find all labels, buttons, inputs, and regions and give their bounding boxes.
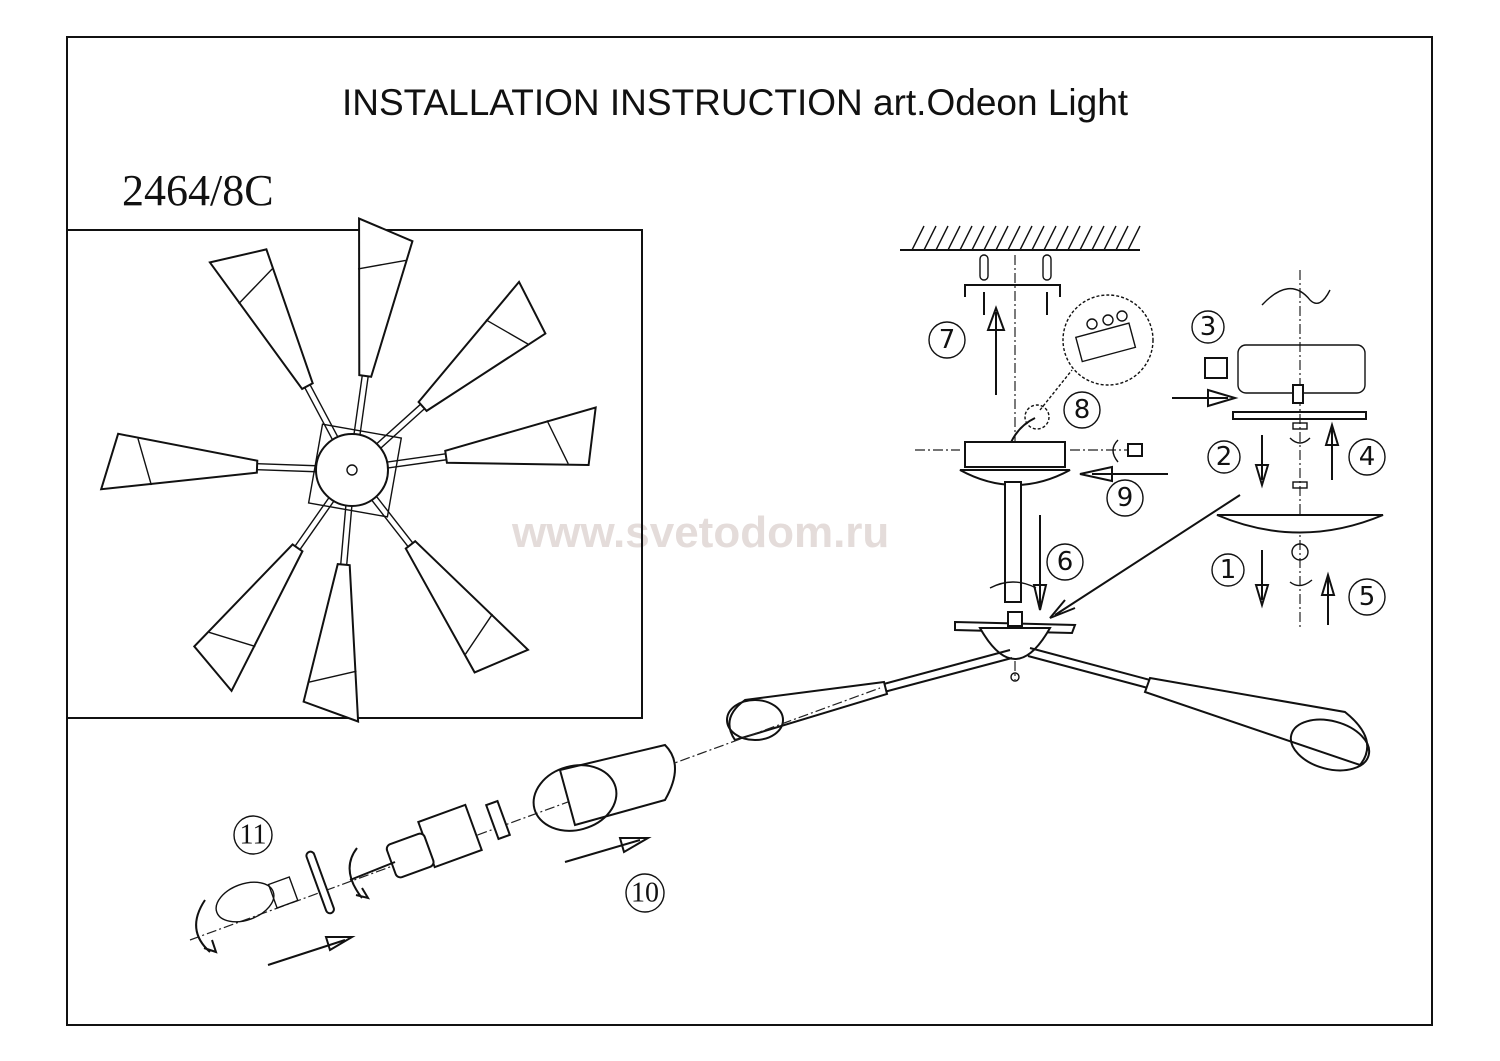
canopy-assembly: [915, 439, 1168, 611]
model-number: 2464/8C: [122, 166, 274, 215]
step-6-marker: 6: [1046, 543, 1084, 581]
top-view-inset: [66, 217, 643, 723]
shade-detail: [1049, 270, 1384, 630]
terminal-block-detail: [1004, 294, 1154, 464]
svg-text:1: 1: [1220, 555, 1237, 585]
svg-text:11: 11: [240, 820, 267, 851]
shade-arm: [348, 217, 414, 471]
svg-text:7: 7: [939, 325, 956, 355]
step-4-marker: 4: [1348, 438, 1386, 476]
svg-text:2: 2: [1216, 442, 1233, 472]
step-2-marker: 2: [1207, 440, 1241, 474]
step-8-marker: 8: [1063, 391, 1101, 429]
shade-arm: [302, 469, 360, 723]
exploded-lamp-parts: [195, 743, 676, 966]
step-3-marker: 3: [1191, 310, 1225, 344]
shade-arm: [349, 280, 547, 473]
step-1-marker: 1: [1211, 553, 1245, 587]
step-11-marker: 11: [233, 815, 273, 855]
step-markers: 1 2 3 4 5 6 7 8 9 10 11: [233, 310, 1386, 913]
svg-text:9: 9: [1117, 483, 1134, 513]
ceiling-bracket: [900, 225, 1141, 470]
svg-text:5: 5: [1359, 582, 1376, 612]
step-5-marker: 5: [1348, 578, 1386, 616]
shade-arm: [208, 248, 356, 472]
shade-arm: [351, 406, 597, 474]
fixture-body: [189, 611, 1371, 941]
step-10-marker: 10: [625, 873, 665, 913]
watermark: www.svetodom.ru: [511, 508, 889, 557]
svg-text:3: 3: [1200, 312, 1217, 342]
step-9-marker: 9: [1106, 479, 1144, 517]
svg-text:4: 4: [1359, 442, 1376, 472]
svg-text:8: 8: [1074, 395, 1091, 425]
step-7-marker: 7: [928, 321, 966, 359]
page-title: INSTALLATION INSTRUCTION art.Odeon Light: [342, 82, 1129, 123]
svg-text:10: 10: [631, 878, 659, 909]
svg-text:6: 6: [1057, 547, 1074, 577]
